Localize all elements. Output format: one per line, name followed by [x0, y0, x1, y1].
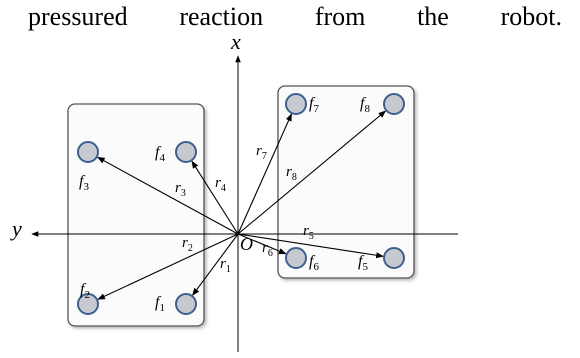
contact-point-f8 — [383, 93, 405, 115]
force-label: f3 — [79, 173, 89, 193]
position-vectors — [97, 110, 387, 300]
vector-label: r7 — [256, 143, 267, 162]
contact-point-f4 — [175, 141, 197, 163]
caption-word: robot. — [500, 2, 562, 31]
force-label: f5 — [358, 253, 368, 273]
contact-point-f5 — [383, 247, 405, 269]
contact-point-f6 — [285, 247, 307, 269]
contact-point-f2 — [77, 293, 99, 315]
vector-label: r1 — [220, 256, 231, 275]
contact-point-f1 — [175, 293, 197, 315]
y-axis-label: y — [10, 216, 22, 241]
vector-r1-arrow — [192, 233, 239, 296]
contact-points — [77, 93, 405, 315]
vector-label: r5 — [303, 223, 314, 242]
contact-point-f7 — [285, 93, 307, 115]
force-label: f8 — [360, 95, 370, 115]
caption-word: reaction — [179, 2, 264, 31]
vector-label: r6 — [262, 240, 273, 259]
vector-r8-arrow — [237, 110, 387, 235]
force-label: f6 — [309, 253, 319, 273]
force-label: f7 — [309, 95, 319, 115]
right-plate — [277, 85, 415, 279]
vector-r5-arrow — [237, 233, 384, 259]
vector-r7-arrow — [237, 113, 293, 235]
vector-label: r3 — [175, 180, 186, 199]
vector-r2-arrow — [97, 233, 239, 300]
vector-r3-arrow — [97, 156, 239, 235]
caption-word: from — [314, 2, 366, 31]
x-axis-label: x — [230, 29, 241, 54]
vector-r6-arrow — [237, 233, 287, 255]
force-label: f4 — [155, 144, 165, 164]
caption-line: pressured reaction from the robot. — [0, 2, 580, 34]
vector-r4-arrow — [191, 160, 239, 235]
contact-point-f3 — [77, 141, 99, 163]
force-label: f2 — [80, 281, 90, 301]
vector-label: r2 — [182, 235, 193, 254]
force-label: f1 — [155, 294, 165, 314]
vector-label: r4 — [215, 175, 226, 194]
caption-word: pressured — [28, 2, 128, 31]
vector-label: r8 — [286, 164, 297, 183]
caption-word: the — [417, 2, 449, 31]
